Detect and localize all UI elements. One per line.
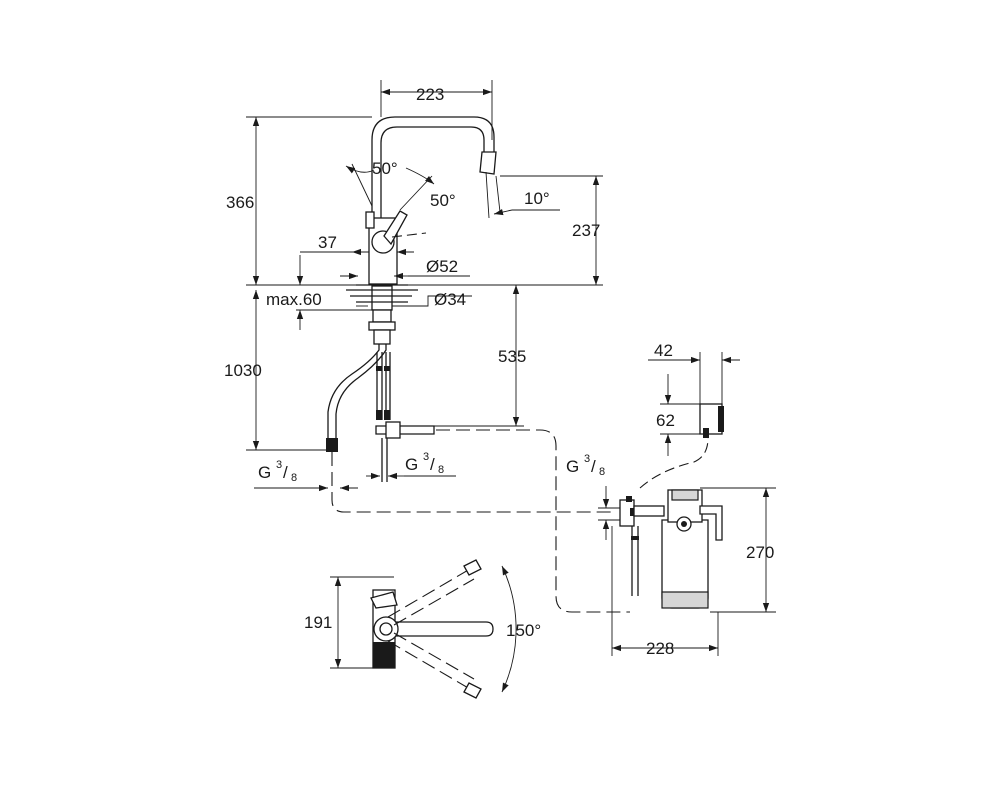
label-spout-reach: 223 (416, 85, 444, 104)
filter-unit (619, 403, 724, 609)
thread-cold-num: 3 (423, 451, 429, 463)
thread-hot-num: 3 (276, 459, 282, 471)
label-thread-filter: G 3 / 8 (566, 453, 605, 478)
label-lever-angle: 50° (372, 159, 398, 178)
thread-hot-main: G (258, 463, 271, 482)
label-under-sink-depth: 535 (498, 347, 526, 366)
thread-filter-num: 3 (584, 453, 590, 465)
label-mounting-thickness: max.60 (266, 290, 322, 309)
thread-cold-den: 8 (438, 464, 444, 476)
faucet-side-view (326, 116, 497, 482)
thread-filter-main: G (566, 457, 579, 476)
label-thread-cold: G 3 / 8 (405, 451, 444, 476)
label-spout-height: 237 (572, 221, 600, 240)
label-rotation-angle: 150° (506, 621, 541, 640)
dimension-lines (246, 80, 776, 669)
label-wall-box-width: 42 (654, 341, 673, 360)
label-body-diameter: Ø52 (426, 257, 458, 276)
label-body-offset: 37 (318, 233, 337, 252)
label-total-height: 366 (226, 193, 254, 212)
faucet-top-view (370, 559, 517, 699)
dimension-labels: 223 366 237 50° 50° 10° 37 Ø52 max.60 Ø3… (224, 85, 774, 658)
thread-filter-slash: / (591, 457, 596, 476)
thread-cold-slash: / (430, 455, 435, 474)
label-hole-diameter: Ø34 (434, 290, 466, 309)
hose-routing (331, 429, 709, 613)
label-spout-angle: 50° (430, 191, 456, 210)
label-wall-box-height: 62 (656, 411, 675, 430)
label-filter-width: 228 (646, 639, 674, 658)
label-hose-length: 1030 (224, 361, 262, 380)
thread-filter-den: 8 (599, 466, 605, 478)
thread-cold-main: G (405, 455, 418, 474)
label-top-view-height: 191 (304, 613, 332, 632)
label-thread-hot: G 3 / 8 (258, 459, 297, 484)
label-filter-height: 270 (746, 543, 774, 562)
label-spout-tilt: 10° (524, 189, 550, 208)
thread-hot-den: 8 (291, 472, 297, 484)
thread-hot-slash: / (283, 463, 288, 482)
